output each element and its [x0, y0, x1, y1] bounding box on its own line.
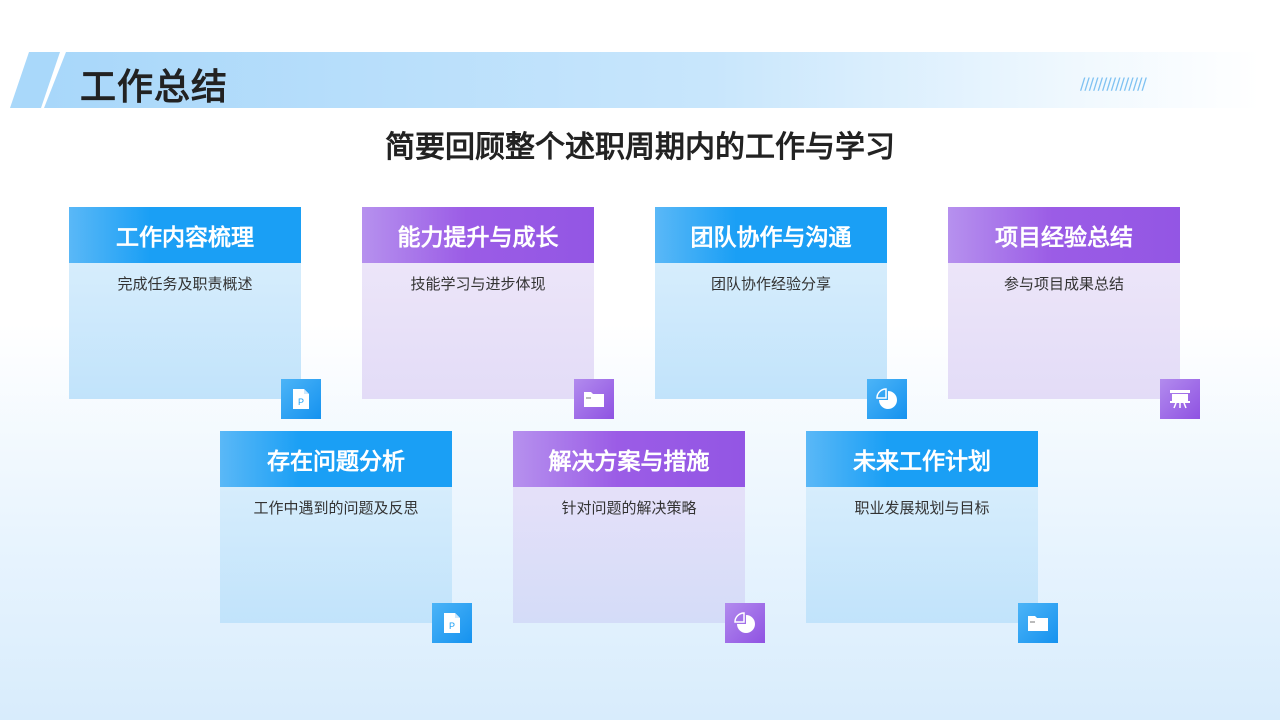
summary-card: 团队协作与沟通团队协作经验分享	[655, 207, 907, 419]
document-icon: P	[432, 603, 472, 643]
decorative-hatch: ///////////////	[1080, 74, 1147, 93]
card-description: 参与项目成果总结	[948, 263, 1180, 399]
card-description: 工作中遇到的问题及反思	[220, 487, 452, 623]
card-title: 能力提升与成长	[362, 207, 594, 263]
card-title: 工作内容梳理	[69, 207, 301, 263]
card-description: 针对问题的解决策略	[513, 487, 745, 623]
svg-text:P: P	[298, 397, 304, 407]
card-title: 未来工作计划	[806, 431, 1038, 487]
presentation-icon	[1160, 379, 1200, 419]
page-subtitle: 简要回顾整个述职周期内的工作与学习	[385, 131, 895, 164]
summary-card: 项目经验总结参与项目成果总结	[948, 207, 1200, 419]
card-title: 项目经验总结	[948, 207, 1180, 263]
card-title: 解决方案与措施	[513, 431, 745, 487]
card-description: 技能学习与进步体现	[362, 263, 594, 399]
pie-chart-icon	[725, 603, 765, 643]
summary-card: 解决方案与措施针对问题的解决策略	[513, 431, 765, 643]
svg-text:P: P	[449, 621, 455, 631]
document-icon: P	[281, 379, 321, 419]
card-description: 团队协作经验分享	[655, 263, 887, 399]
card-description: 完成任务及职责概述	[69, 263, 301, 399]
title-bar	[44, 52, 1260, 108]
pie-chart-icon	[867, 379, 907, 419]
card-title: 存在问题分析	[220, 431, 452, 487]
card-title: 团队协作与沟通	[655, 207, 887, 263]
summary-card: 能力提升与成长技能学习与进步体现	[362, 207, 614, 419]
summary-card: 未来工作计划职业发展规划与目标	[806, 431, 1058, 643]
card-description: 职业发展规划与目标	[806, 487, 1038, 623]
folder-icon	[1018, 603, 1058, 643]
folder-icon	[574, 379, 614, 419]
page-title: 工作总结	[80, 66, 229, 107]
